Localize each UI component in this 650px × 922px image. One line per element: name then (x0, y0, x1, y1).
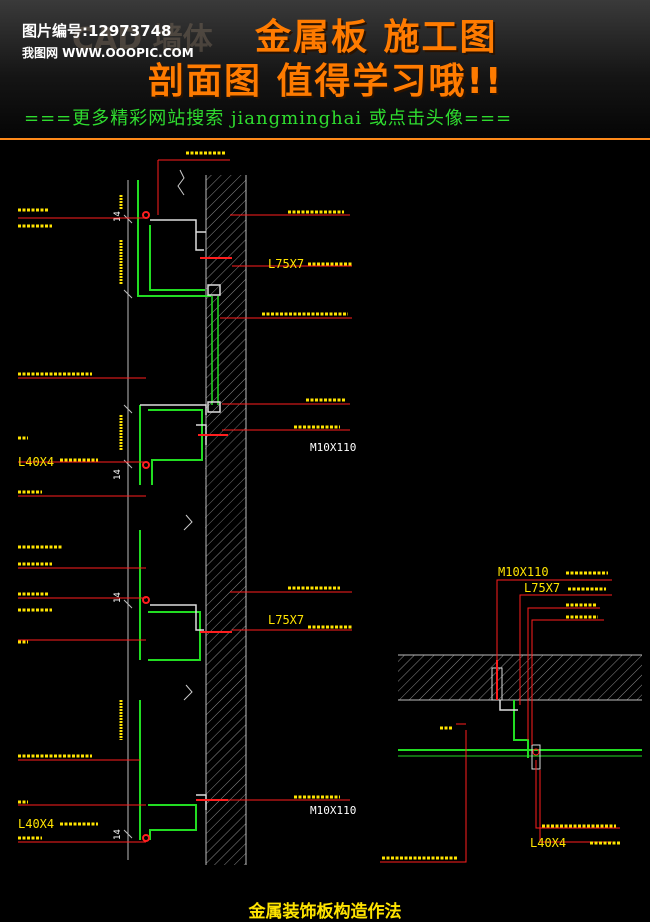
watermark-id: 图片编号:12973748 (22, 22, 172, 40)
title-line-1: 金属板 施工图 (255, 17, 498, 58)
labels-right: M10X110 L75X7 L40X4 (498, 565, 566, 850)
label-l40x4-upper: L40X4 (18, 455, 54, 469)
svg-text:14: 14 (113, 829, 123, 840)
label-l75x7-lower: L75X7 (268, 613, 304, 627)
label-l75x7-upper: L75X7 (268, 257, 304, 271)
label-m10x110-lower: M10X110 (310, 804, 356, 817)
labels-left: L75X7 M10X110 L40X4 L75X7 M10X110 L40X4 (18, 257, 356, 831)
leader-lines-left (18, 159, 352, 843)
leader-lines-right (380, 579, 620, 863)
watermark-site: 我图网 WWW.OOOPIC.COM (22, 46, 194, 60)
dimension-text-left: 14 14 14 14 (113, 211, 123, 840)
annotation-marks-right (382, 571, 620, 860)
title-line-2: 剖面图 值得学习哦!! (148, 61, 504, 102)
svg-text:14: 14 (113, 211, 123, 222)
ceiling-panel-right (398, 660, 642, 770)
wall-left (177, 169, 247, 865)
title-banner: CAD 墙体 图片编号:12973748 我图网 WWW.OOOPIC.COM … (0, 0, 650, 140)
drawing-caption: 金属装饰板构造作法 (248, 902, 402, 922)
anchor-bolts-left (142, 211, 232, 842)
steel-angles-left (140, 219, 221, 810)
dimension-line-left (123, 180, 133, 860)
banner-ghost-text: CAD 墙体 (72, 22, 213, 57)
label-m10x110-upper: M10X110 (310, 441, 356, 454)
label-m10x110-right: M10X110 (498, 565, 549, 579)
svg-text:14: 14 (113, 469, 123, 480)
label-l40x4-right: L40X4 (530, 836, 566, 850)
label-l40x4-lower: L40X4 (18, 817, 54, 831)
search-subline: ===更多精彩网站搜索 jiangminghai 或点击头像=== (24, 108, 513, 129)
label-l75x7-right: L75X7 (524, 581, 560, 595)
annotation-marks-left (18, 151, 352, 840)
